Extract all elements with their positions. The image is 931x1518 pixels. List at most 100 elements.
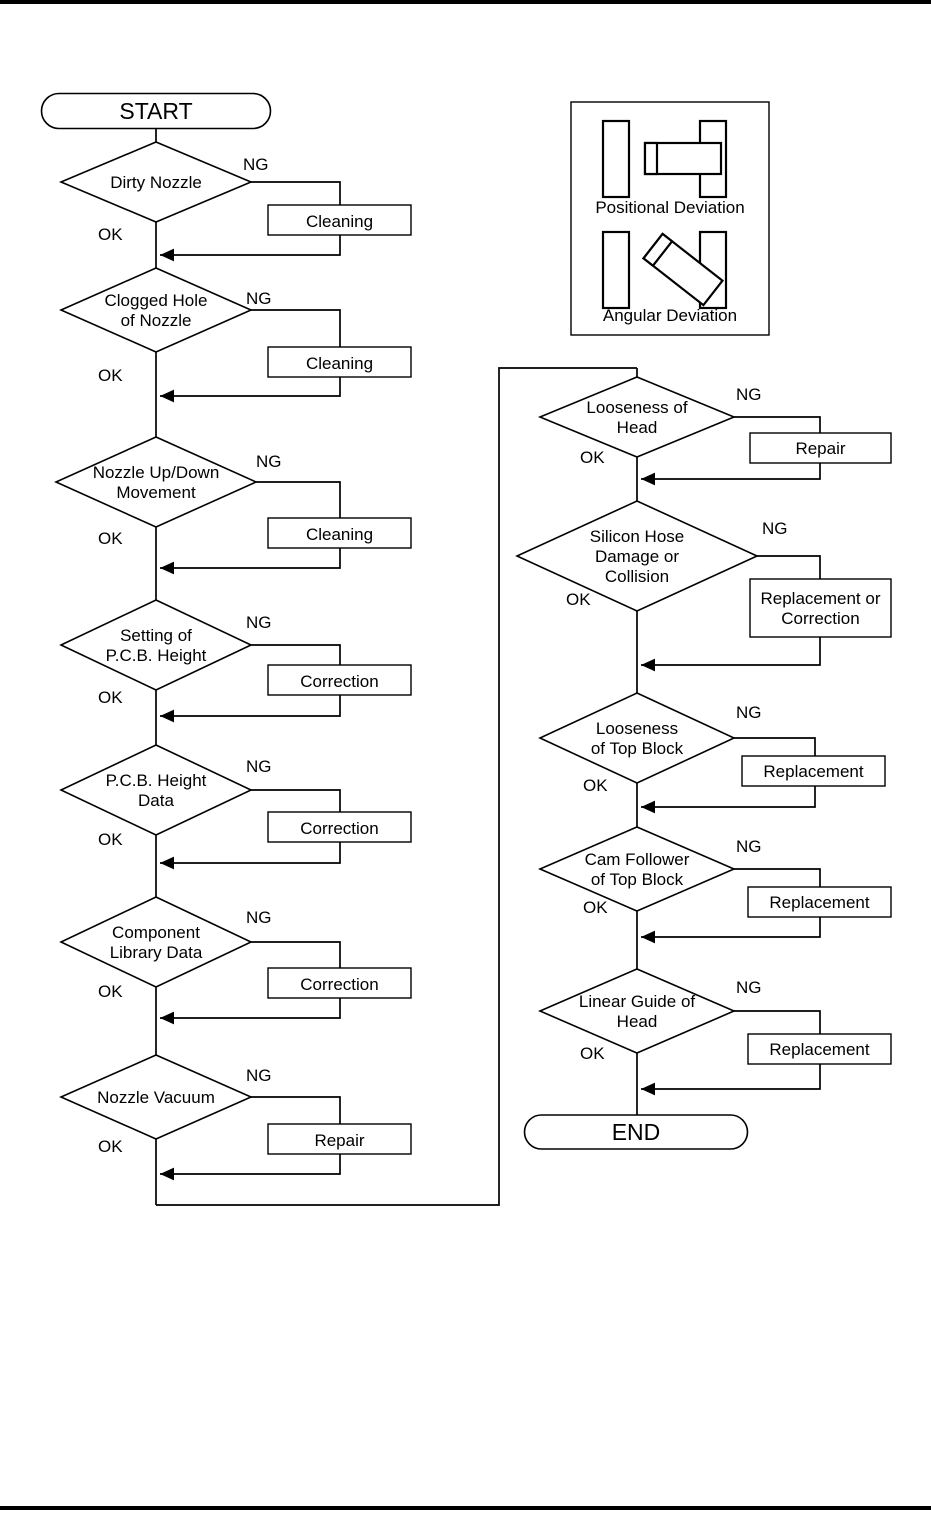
- decision-silicon-hose-damage-or-collision[interactable]: [515, 500, 759, 612]
- connector-ng-pcb-height-data: [251, 789, 341, 812]
- action-box-linear-guide-of-head[interactable]: [747, 1033, 892, 1065]
- decision-label-looseness-of-top-block-line: Looseness: [596, 719, 678, 738]
- action-box-cam-follower-of-top-block[interactable]: [747, 886, 892, 918]
- edge-label-ng-setting-of-pcb-height: NG: [246, 613, 272, 632]
- edge-label-ok-clogged-hole-of-nozzle: OK: [98, 366, 123, 385]
- decision-label-linear-guide-of-head-line: Head: [617, 1012, 658, 1031]
- decision-label-component-library-data-line: Component: [112, 923, 200, 942]
- decision-label-nozzle-vacuum: Nozzle Vacuum: [97, 1088, 215, 1107]
- decision-nozzle-vacuum[interactable]: [59, 1054, 253, 1140]
- action-box-pcb-height-data[interactable]: [267, 811, 412, 843]
- connector-ng-looseness-of-head: [734, 416, 821, 433]
- connector-ng-cam-follower-of-top-block: [734, 868, 821, 887]
- edge-label-ok-pcb-height-data: OK: [98, 830, 123, 849]
- edge-label-ok-cam-follower-of-top-block: OK: [583, 898, 608, 917]
- decision-component-library-data[interactable]: [59, 896, 253, 988]
- end-terminator[interactable]: [523, 1114, 749, 1150]
- decision-linear-guide-of-head[interactable]: [537, 968, 737, 1054]
- edge-label-ng-clogged-hole-of-nozzle: NG: [246, 289, 272, 308]
- start-terminator-label: START: [119, 98, 192, 124]
- decision-label-pcb-height-data-line: Data: [138, 791, 174, 810]
- decision-looseness-of-top-block[interactable]: [538, 692, 736, 784]
- positional-component-lead: [643, 141, 659, 176]
- action-box-setting-of-pcb-height[interactable]: [267, 664, 412, 696]
- action-label-looseness-of-top-block-line: Replacement: [763, 762, 863, 781]
- connector-return-linear-guide-of-head: [641, 1064, 821, 1096]
- decision-setting-of-pcb-height[interactable]: [59, 599, 253, 691]
- decision-label-setting-of-pcb-height-line: P.C.B. Height: [106, 646, 207, 665]
- edge-label-ok-nozzle-up-down-movement: OK: [98, 529, 123, 548]
- decision-nozzle-up-down-movement[interactable]: [54, 436, 258, 528]
- edge-label-ng-pcb-height-data: NG: [246, 757, 272, 776]
- action-label-looseness-of-head: Repair: [795, 439, 845, 458]
- angular-component-lead: [641, 232, 674, 268]
- connector-return-component-library-data: [160, 998, 341, 1025]
- action-label-linear-guide-of-head: Replacement: [769, 1040, 869, 1059]
- edge-label-ok-setting-of-pcb-height: OK: [98, 688, 123, 707]
- edge-label-ok-silicon-hose-damage-or-collision: OK: [566, 590, 591, 609]
- decision-label-nozzle-up-down-movement-line: Nozzle Up/Down: [93, 463, 220, 482]
- edge-label-ng-component-library-data: NG: [246, 908, 272, 927]
- edge-label-ng-nozzle-up-down-movement: NG: [256, 452, 282, 471]
- action-label-linear-guide-of-head-line: Replacement: [769, 1040, 869, 1059]
- positional-pad-left: [601, 119, 631, 199]
- action-box-dirty-nozzle[interactable]: [267, 204, 412, 236]
- decision-label-pcb-height-data-line: P.C.B. Height: [106, 771, 207, 790]
- start-terminator[interactable]: [40, 92, 272, 130]
- connector-return-dirty-nozzle: [160, 235, 341, 262]
- edge-label-ng-linear-guide-of-head: NG: [736, 978, 762, 997]
- edge-label-ok-component-library-data: OK: [98, 982, 123, 1001]
- action-label-silicon-hose-damage-or-collision-line: Replacement or: [760, 589, 880, 608]
- decision-label-cam-follower-of-top-block-line: Cam Follower: [585, 850, 690, 869]
- edge-label-ng-silicon-hose-damage-or-collision: NG: [762, 519, 788, 538]
- bottom-rule: [0, 1506, 931, 1510]
- decision-looseness-of-head[interactable]: [537, 376, 737, 458]
- decision-label-silicon-hose-damage-or-collision-line: Silicon Hose: [590, 527, 685, 546]
- action-label-nozzle-up-down-movement: Cleaning: [306, 525, 373, 544]
- decision-clogged-hole-of-nozzle[interactable]: [59, 267, 253, 353]
- decision-dirty-nozzle[interactable]: [58, 141, 254, 223]
- edge-label-ok-looseness-of-head: OK: [580, 448, 605, 467]
- decision-label-linear-guide-of-head-line: Linear Guide of: [579, 992, 696, 1011]
- action-box-looseness-of-head[interactable]: [749, 432, 892, 464]
- decision-label-nozzle-up-down-movement-line: Movement: [116, 483, 196, 502]
- angular-pad-left: [601, 230, 631, 310]
- action-box-nozzle-vacuum[interactable]: [267, 1123, 412, 1155]
- connector-left-to-right-column: [156, 367, 637, 1206]
- action-box-silicon-hose-damage-or-collision[interactable]: [749, 578, 892, 638]
- connector-ng-silicon-hose-damage-or-collision: [757, 555, 821, 579]
- connector-lines: [155, 128, 821, 1206]
- connector-return-looseness-of-head: [641, 463, 821, 486]
- action-label-looseness-of-top-block: Replacement: [763, 762, 863, 781]
- connector-return-nozzle-up-down-movement: [160, 548, 341, 575]
- action-label-cam-follower-of-top-block: Replacement: [769, 893, 869, 912]
- decision-label-clogged-hole-of-nozzle-line: of Nozzle: [121, 311, 192, 330]
- edge-label-ng-dirty-nozzle: NG: [243, 155, 269, 174]
- action-box-nozzle-up-down-movement[interactable]: [267, 517, 412, 549]
- action-box-component-library-data[interactable]: [267, 967, 412, 999]
- connector-ng-component-library-data: [251, 941, 341, 968]
- edge-label-ng-nozzle-vacuum: NG: [246, 1066, 272, 1085]
- decision-label-cam-follower-of-top-block-line: of Top Block: [591, 870, 684, 889]
- action-box-clogged-hole-of-nozzle[interactable]: [267, 346, 412, 378]
- action-box-looseness-of-top-block[interactable]: [741, 755, 886, 787]
- action-label-dirty-nozzle: Cleaning: [306, 212, 373, 231]
- decision-cam-follower-of-top-block[interactable]: [537, 826, 737, 912]
- action-label-pcb-height-data: Correction: [300, 819, 378, 838]
- edge-label-ok-linear-guide-of-head: OK: [580, 1044, 605, 1063]
- decision-label-nozzle-vacuum-line: Nozzle Vacuum: [97, 1088, 215, 1107]
- decision-pcb-height-data[interactable]: [59, 744, 253, 836]
